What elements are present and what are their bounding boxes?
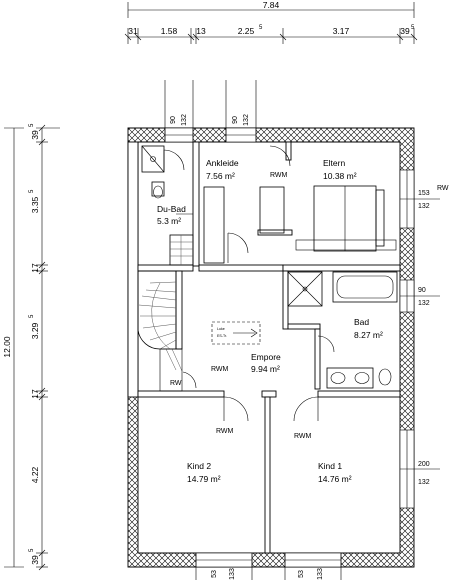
top-window-marks: 90 132 90 132	[164, 80, 257, 142]
window-b-h-1: 133	[229, 568, 236, 580]
room-labels: Du-Bad 5.3 m² Ankleide 7.56 m² Eltern 10…	[157, 158, 383, 484]
dim-3-35-sup: 5	[29, 189, 35, 193]
room-area-kind-2: 14.79 m²	[187, 474, 221, 484]
dim-39-top: 39	[30, 130, 40, 140]
outer-wall	[127, 127, 415, 568]
window-r-w-3: 200	[418, 461, 430, 468]
luke-subtitle: ES-Tr.	[217, 334, 227, 338]
window-h-2: 132	[243, 114, 250, 126]
window-b-h-2: 133	[317, 568, 324, 580]
rw-label-stair: RW	[170, 380, 182, 387]
top-dimension-chain: 7.84 31 1.58 13 2.25 5 3.17 39 5	[124, 0, 418, 44]
room-area-kind-1: 14.76 m²	[318, 474, 352, 484]
room-area-du-bad: 5.3 m²	[157, 216, 181, 226]
room-area-eltern: 10.38 m²	[323, 171, 357, 181]
staircase	[137, 234, 194, 392]
eltern-bed	[269, 145, 397, 252]
dim-31: 31	[128, 26, 138, 36]
room-name-bad: Bad	[354, 317, 369, 327]
window-w-2: 90	[232, 116, 239, 124]
room-name-eltern: Eltern	[323, 158, 345, 168]
dim-2-25: 2.25	[238, 26, 255, 36]
total-width-label: 7.84	[263, 0, 280, 10]
dim-3-29: 3.29	[30, 322, 40, 339]
window-r-w-2: 90	[418, 287, 426, 294]
dim-39-bottom: 39	[30, 555, 40, 565]
bad-fixtures	[287, 271, 398, 389]
room-area-bad: 8.27 m²	[354, 330, 383, 340]
rwm-label-empore: RWM	[211, 366, 229, 373]
window-w-1: 90	[170, 116, 177, 124]
room-area-empore: 9.94 m²	[251, 364, 280, 374]
right-window-marks: 153 132 RW 90 132 200 132	[400, 185, 449, 486]
room-name-kind-1: Kind 1	[318, 461, 342, 471]
du-bad-fixtures	[141, 145, 193, 215]
dim-39-top-sup: 5	[29, 123, 35, 127]
window-r-h-3: 132	[418, 479, 430, 486]
interior-walls	[137, 141, 401, 554]
luke-label: Luke	[217, 327, 225, 331]
luke-hatch: Luke ES-Tr.	[211, 321, 261, 345]
window-b-w-1: 53	[211, 570, 218, 578]
dim-3-29-sup: 5	[29, 314, 35, 318]
rwm-label-kind-2: RWM	[216, 428, 234, 435]
dim-4-22: 4.22	[30, 466, 40, 483]
left-dimension-chain: 12.00 39 5 3.35 5 17 3.29 5 17 4.22	[2, 123, 60, 571]
dim-39-bottom-sup: 5	[29, 548, 35, 552]
rwm-label-kind-1: RWM	[294, 433, 312, 440]
rw-label-right: RW	[437, 185, 449, 192]
door-swings	[182, 371, 319, 422]
ankleide-fixtures	[203, 186, 285, 264]
window-h-1: 132	[181, 114, 188, 126]
dim-2-25-sup: 5	[259, 25, 263, 31]
room-area-ankleide: 7.56 m²	[206, 171, 235, 181]
room-name-empore: Empore	[251, 352, 281, 362]
dim-17-upper: 17	[30, 263, 40, 273]
dim-39-sup: 5	[411, 25, 415, 31]
dim-39: 39	[400, 26, 410, 36]
total-height-label: 12.00	[2, 336, 12, 358]
room-name-ankleide: Ankleide	[206, 158, 239, 168]
dim-1-58: 1.58	[161, 26, 178, 36]
window-r-w-1: 153	[418, 190, 430, 197]
dim-17-lower: 17	[30, 389, 40, 399]
dim-3-17: 3.17	[333, 26, 350, 36]
rwm-label-ankleide: RWM	[270, 172, 288, 179]
dim-13: 13	[196, 26, 206, 36]
room-name-kind-2: Kind 2	[187, 461, 211, 471]
window-r-h-1: 132	[418, 203, 430, 210]
bottom-window-marks: 53 133 53 133	[195, 553, 342, 580]
window-b-w-2: 53	[298, 570, 305, 578]
window-r-h-2: 132	[418, 300, 430, 307]
room-name-du-bad: Du-Bad	[157, 204, 186, 214]
dim-3-35: 3.35	[30, 196, 40, 213]
outer-walls	[127, 127, 415, 568]
